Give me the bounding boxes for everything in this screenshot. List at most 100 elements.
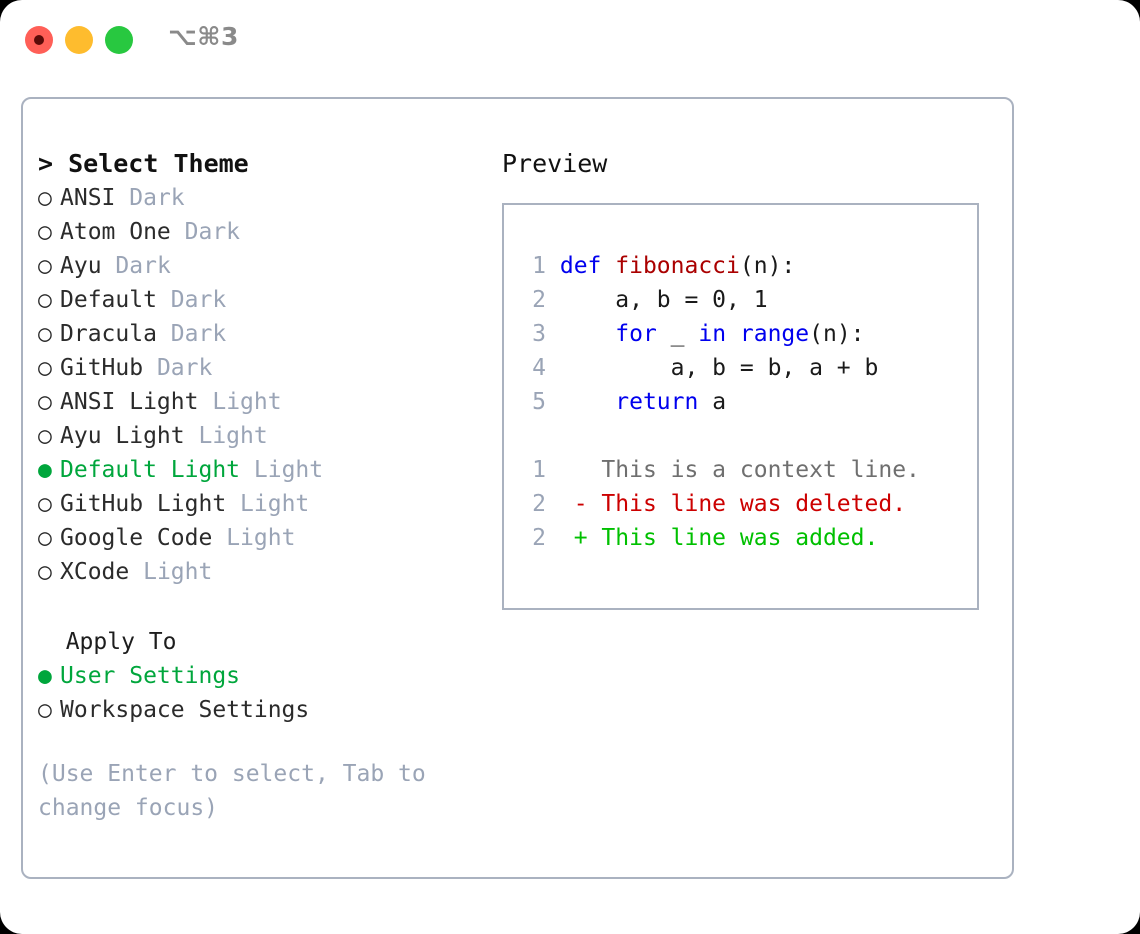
- diff-line: 2 + This line was added.: [520, 521, 969, 555]
- minimize-button[interactable]: [65, 26, 93, 54]
- theme-list-header: > Select Theme: [38, 149, 249, 178]
- diff-line: 1 This is a context line.: [520, 453, 969, 487]
- code-token: fibonacci: [615, 253, 740, 279]
- radio-unselected-icon: ○: [38, 697, 52, 723]
- radio-unselected-icon: ○: [38, 389, 52, 415]
- radio-unselected-icon: ○: [38, 185, 52, 211]
- theme-name: Dracula: [60, 321, 157, 347]
- apply-to-header: Apply To: [38, 629, 177, 655]
- preview-title: Preview: [502, 149, 608, 178]
- theme-name: ANSI: [60, 185, 116, 211]
- radio-selected-icon: ●: [38, 663, 52, 689]
- theme-name: GitHub Light: [60, 491, 227, 517]
- radio-unselected-icon: ○: [38, 525, 52, 551]
- theme-name: Ayu Light: [60, 423, 185, 449]
- code-token: a, b = 0, 1: [559, 287, 768, 313]
- theme-variant-badge: Light: [253, 457, 324, 483]
- diff-marker: +: [573, 525, 602, 551]
- theme-name: Default: [60, 287, 157, 313]
- code-token: return: [615, 389, 699, 415]
- apply-to-item[interactable]: ○ Workspace Settings: [38, 693, 478, 727]
- line-number: 1: [532, 253, 546, 279]
- code-token: a: [698, 389, 727, 415]
- theme-list-item[interactable]: ○ GitHub Light Light: [38, 487, 478, 521]
- keyboard-shortcut-label: ⌥⌘3: [168, 22, 239, 51]
- preview-column: Preview 1 def fibonacci(n):2 a, b = 0, 1…: [502, 147, 1002, 610]
- code-line: 5 return a: [520, 385, 969, 419]
- theme-variant-badge: Dark: [170, 321, 227, 347]
- theme-variant-badge: Dark: [184, 219, 241, 245]
- theme-name: GitHub: [60, 355, 144, 381]
- radio-selected-icon: ●: [38, 457, 52, 483]
- code-token: (n):: [809, 321, 865, 347]
- theme-list-item[interactable]: ○Dracula Dark: [38, 317, 478, 351]
- diff-marker: -: [573, 491, 602, 517]
- theme-list-item[interactable]: ○ Google Code Light: [38, 521, 478, 555]
- code-line: 3 for _ in range(n):: [520, 317, 969, 351]
- diff-text: This line was deleted.: [601, 491, 907, 517]
- code-line: 2 a, b = 0, 1: [520, 283, 969, 317]
- diff-text: This line was added.: [601, 525, 879, 551]
- line-number: 5: [532, 389, 546, 415]
- title-bar: ⌥⌘3: [0, 0, 1140, 76]
- code-token: [560, 321, 615, 347]
- theme-name: Atom One: [60, 219, 171, 245]
- theme-name: Ayu: [60, 253, 102, 279]
- line-number: 4: [532, 355, 546, 381]
- apply-to-section: Apply To ● User Settings ○ Workspace Settin…: [38, 625, 478, 727]
- theme-list-item[interactable]: ● Default Light Light: [38, 453, 478, 487]
- code-token: for: [615, 321, 657, 347]
- code-token: in range: [698, 321, 810, 347]
- code-token: a, b = b, a + b: [559, 355, 879, 381]
- code-token: def: [559, 253, 616, 279]
- theme-list-item[interactable]: ○ Default Dark: [38, 283, 478, 317]
- theme-variant-badge: Light: [143, 559, 213, 585]
- theme-list-item[interactable]: ○ XCode Light: [38, 555, 478, 589]
- theme-list-item[interactable]: ○ Ayu Light Light: [38, 419, 478, 453]
- line-number: 2: [532, 287, 546, 313]
- radio-unselected-icon: ○: [38, 491, 52, 517]
- theme-variant-badge: Light: [240, 491, 310, 517]
- theme-variant-badge: Dark: [170, 287, 227, 313]
- theme-selector-column: > Select Theme ○ANSI Dark○Atom One Dark○…: [38, 147, 478, 825]
- apply-to-list: ● User Settings ○ Workspace Settings: [38, 659, 478, 727]
- radio-unselected-icon: ○: [38, 423, 52, 449]
- theme-list-item[interactable]: ○ Ayu Dark: [38, 249, 478, 283]
- radio-unselected-icon: ○: [38, 253, 52, 279]
- theme-name: XCode: [60, 559, 130, 585]
- apply-to-item[interactable]: ● User Settings: [38, 659, 478, 693]
- theme-variant-badge: Light: [198, 423, 268, 449]
- keyboard-hint-text: (Use Enter to select, Tab to change focu…: [38, 761, 426, 821]
- code-spacer: [520, 419, 969, 453]
- theme-name: Google Code: [60, 525, 213, 551]
- radio-unselected-icon: ○: [38, 219, 52, 245]
- content-panel: > Select Theme ○ANSI Dark○Atom One Dark○…: [21, 97, 1014, 879]
- code-line: 4 a, b = b, a + b: [520, 351, 969, 385]
- line-number: 3: [532, 321, 546, 347]
- line-number: 2: [532, 491, 546, 517]
- diff-line: 2 - This line was deleted.: [520, 487, 969, 521]
- radio-unselected-icon: ○: [38, 287, 52, 313]
- theme-variant-badge: Dark: [115, 253, 171, 279]
- radio-unselected-icon: ○: [38, 559, 52, 585]
- close-button[interactable]: [25, 26, 53, 54]
- theme-name: Default Light: [60, 457, 241, 483]
- maximize-button[interactable]: [105, 26, 133, 54]
- diff-text: This is a context line.: [601, 457, 920, 483]
- code-token: (n):: [739, 253, 796, 279]
- theme-variant-badge: Dark: [156, 355, 213, 381]
- code-line: 1 def fibonacci(n):: [520, 249, 969, 283]
- code-token: [560, 389, 615, 415]
- theme-list-item[interactable]: ○GitHub Dark: [38, 351, 478, 385]
- theme-variant-badge: Light: [212, 389, 282, 415]
- recording-indicator-icon: [34, 35, 44, 45]
- theme-list-item[interactable]: ○ANSI Light Light: [38, 385, 478, 419]
- theme-list-item[interactable]: ○ Atom One Dark: [38, 215, 478, 249]
- apply-to-label: User Settings: [60, 663, 241, 689]
- theme-variant-badge: Light: [226, 525, 296, 551]
- theme-variant-badge: Dark: [129, 185, 185, 211]
- apply-to-label: Workspace Settings: [60, 697, 310, 723]
- code-token: _: [656, 321, 699, 347]
- theme-list-item[interactable]: ○ ANSI Dark: [38, 181, 478, 215]
